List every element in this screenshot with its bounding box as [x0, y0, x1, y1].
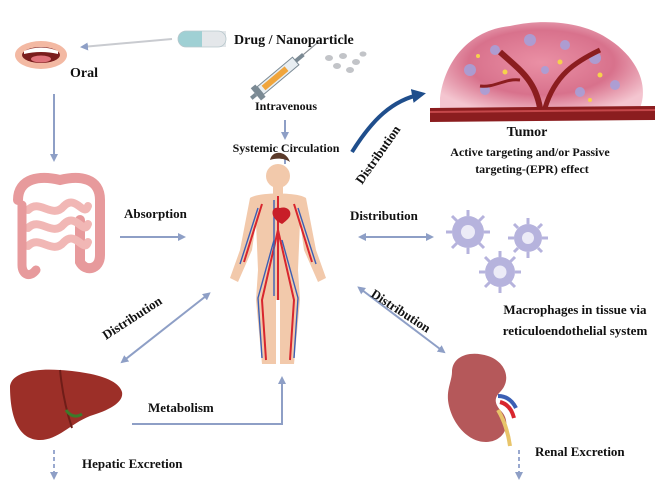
intestine-icon	[13, 172, 105, 280]
renal-excretion-label: Renal Excretion	[535, 444, 625, 459]
intravenous-label: Intravenous	[255, 99, 317, 113]
metabolism-label: Metabolism	[148, 400, 214, 415]
metabolism-arrow	[132, 376, 286, 425]
tumor-label: Tumor	[507, 125, 548, 140]
tumor-icon	[429, 22, 656, 122]
syringe-icon	[250, 41, 320, 101]
macrophage-distribution-label: Distribution	[350, 208, 419, 223]
kidney-distribution-label: Distribution	[368, 286, 434, 336]
macrophage-description-line1: Macrophages in tissue via	[503, 302, 647, 317]
pill-capsule-icon	[177, 30, 227, 48]
tumor-distribution-arrow	[350, 89, 426, 154]
kidney-icon	[447, 353, 518, 447]
hepatic-excretion-label: Hepatic Excretion	[82, 456, 183, 471]
drug-nanoparticle-label: Drug / Nanoparticle	[234, 33, 354, 48]
tumor-distribution-label: Distribution	[352, 122, 404, 187]
systemic-circulation-label: Systemic Circulation	[233, 141, 340, 155]
liver-distribution-arrow	[120, 292, 211, 364]
human-body-icon	[230, 152, 326, 364]
nanoparticle-icon	[325, 51, 367, 73]
kidney-distribution-arrow	[357, 286, 446, 354]
liver-icon	[10, 369, 123, 440]
oral-label: Oral	[70, 66, 98, 81]
mouth-icon	[15, 41, 67, 69]
tumor-description-line1: Active targeting and/or Passive	[450, 145, 610, 159]
absorption-label: Absorption	[124, 206, 188, 221]
macrophage-icon	[446, 210, 548, 293]
tumor-description-line2: targeting-(EPR) effect	[475, 162, 589, 176]
macrophage-description-line2: reticuloendothelial system	[503, 323, 648, 338]
oral-route-arrow	[80, 38, 173, 51]
